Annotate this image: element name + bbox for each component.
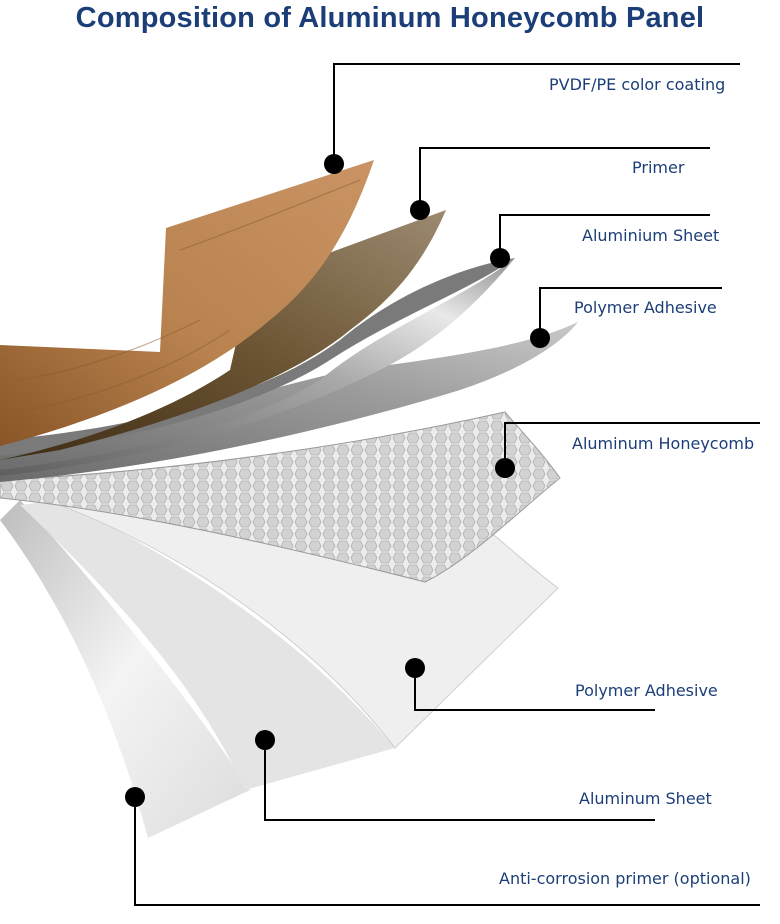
pointer-dot xyxy=(405,658,425,678)
anti-corrosion-primer-layer xyxy=(0,500,250,838)
label-polymer-adhesive-top: Polymer Adhesive xyxy=(574,298,717,317)
label-color-coating: PVDF/PE color coating xyxy=(549,75,726,94)
label-anti-corrosion-primer: Anti-corrosion primer (optional) xyxy=(499,869,751,888)
pointer-dot xyxy=(410,200,430,220)
label-aluminum-sheet-bottom: Aluminum Sheet xyxy=(579,789,712,808)
pointer-dot xyxy=(255,730,275,750)
color-coating-layer xyxy=(0,160,374,446)
label-polymer-adhesive-bottom: Polymer Adhesive xyxy=(575,681,718,700)
diagram-title: Composition of Aluminum Honeycomb Panel xyxy=(75,2,705,34)
bottom-aluminum-sheet-layer xyxy=(20,500,395,790)
pointer-dot xyxy=(490,248,510,268)
pointer-dot xyxy=(495,458,515,478)
label-primer: Primer xyxy=(632,158,685,177)
label-aluminum-honeycomb: Aluminum Honeycomb xyxy=(572,434,755,453)
leader-lines xyxy=(134,63,760,906)
pointer-dot xyxy=(125,787,145,807)
primer-layer xyxy=(0,210,446,460)
pointer-dot xyxy=(324,154,344,174)
honeycomb-core-layer xyxy=(0,411,561,583)
pointer-dot xyxy=(530,328,550,348)
label-aluminium-sheet: Aluminium Sheet xyxy=(582,226,720,245)
